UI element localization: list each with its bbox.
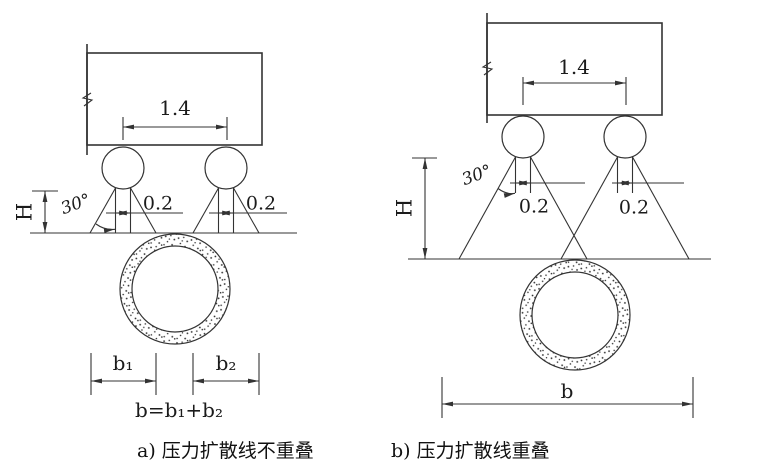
pipe-inner-b (531, 271, 619, 359)
wheel-left-b (501, 115, 545, 159)
dispersion-line (530, 156, 588, 260)
b2-label: b₂ (215, 351, 237, 375)
height-label-b: H (392, 198, 417, 218)
figure-b-linework (408, 13, 711, 418)
pipe-inner-a (131, 245, 219, 333)
wheel-right-a (204, 146, 248, 190)
contact-width-label-a-right: 0.2 (245, 192, 277, 215)
b-sum-label: b=b₁+b₂ (135, 398, 223, 422)
b1-label: b₁ (112, 351, 134, 375)
height-label-a: H (12, 202, 37, 222)
load-width-label-b: 1.4 (558, 55, 590, 79)
dispersion-line (458, 156, 516, 260)
load-width-label-a: 1.4 (159, 96, 191, 120)
angle-arc-b (497, 188, 516, 198)
dispersion-line (192, 187, 219, 234)
caption-b: b) 压力扩散线重叠 (391, 440, 550, 462)
angle-arc-a (95, 223, 116, 233)
wheel-left-a (101, 146, 145, 190)
contact-width-label-b-right: 0.2 (618, 196, 650, 219)
break-symbol-a (81, 92, 94, 107)
b-label: b (560, 379, 574, 403)
dispersion-line (233, 187, 260, 234)
wheel-right-b (603, 115, 647, 159)
dispersion-line (89, 187, 116, 234)
dispersion-line (632, 156, 690, 260)
dispersion-line (130, 187, 157, 234)
caption-a: a) 压力扩散线不重叠 (137, 440, 314, 462)
figure-a-linework (30, 44, 297, 395)
contact-width-label-b-left: 0.2 (518, 195, 550, 218)
dispersion-line (560, 156, 618, 260)
contact-width-label-a-left: 0.2 (142, 192, 174, 215)
break-symbol-b (481, 61, 494, 76)
